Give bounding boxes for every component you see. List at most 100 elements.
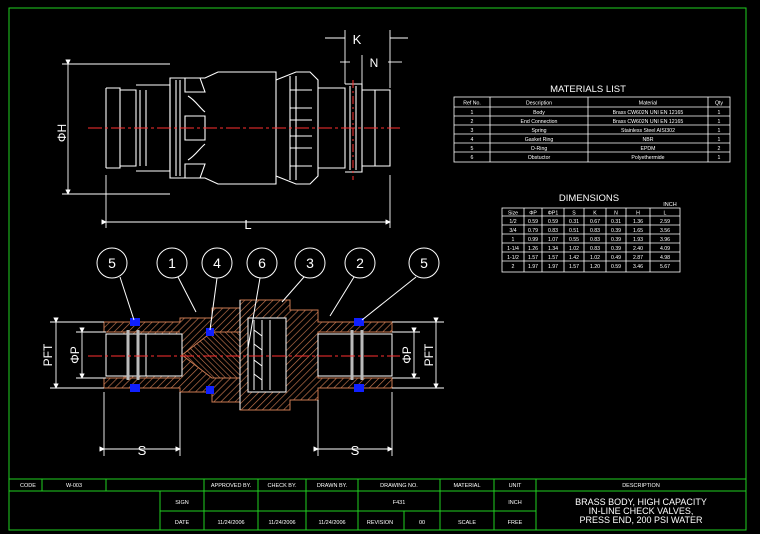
o-ring-seal [354, 384, 364, 392]
dim-k-label: K [353, 32, 362, 47]
scale-label: SCALE [458, 520, 476, 526]
materials-cell: 1 [718, 137, 721, 143]
materials-cell: Stainless Steel AISI302 [621, 128, 675, 134]
materials-header: Description [526, 101, 552, 107]
dimensions-cell: 2.87 [633, 255, 643, 261]
drawn-label: DRAWN BY. [317, 483, 348, 489]
balloon-label: 4 [213, 255, 221, 271]
dimensions-title: DIMENSIONS [559, 193, 619, 204]
dim-h [62, 59, 170, 195]
materials-cell: 1 [718, 155, 721, 161]
materials-title: MATERIALS LIST [550, 84, 626, 95]
unit-label: UNIT [509, 483, 522, 489]
materials-cell: EPDM [641, 146, 656, 152]
dimensions-cell: 1 [512, 237, 515, 243]
o-ring-seal [130, 318, 140, 326]
balloons [96, 247, 440, 349]
dim-l-label: L [244, 217, 251, 232]
dimensions-unit: INCH [663, 202, 676, 208]
dimensions-cell: 2 [512, 264, 515, 270]
dimensions-cell: 0.39 [611, 228, 621, 234]
materials-cell: 5 [471, 146, 474, 152]
description-line: IN-LINE CHECK VALVES, [589, 506, 694, 516]
dim-n-label: N [370, 56, 379, 70]
date-label: DATE [175, 520, 190, 526]
dimensions-cell: 0.31 [611, 219, 621, 225]
dimensions-cell: 1/2 [509, 219, 516, 225]
balloon-label: 3 [306, 255, 314, 271]
dimensions-cell: 0.59 [611, 264, 621, 270]
balloon-label: 5 [420, 255, 428, 271]
dimensions-cell: 0.55 [569, 237, 579, 243]
o-ring-seal [354, 318, 364, 326]
dimensions-cell: 1.97 [548, 264, 558, 270]
dimensions-cell: 4.98 [660, 255, 670, 261]
date-approved: 11/24/2006 [217, 520, 244, 526]
dim-l [101, 175, 391, 228]
dimensions-cell: 2.40 [633, 246, 643, 252]
materials-cell: Polyethermide [631, 155, 664, 161]
dimensions-cell: 3.56 [660, 228, 670, 234]
dim-k [325, 30, 408, 88]
dimensions-cell: 0.83 [548, 228, 558, 234]
balloon-labels: 5 1 4 6 3 2 5 [108, 255, 428, 271]
date-check: 11/24/2006 [268, 520, 295, 526]
o-ring-seal [130, 384, 140, 392]
materials-cell: 1 [718, 119, 721, 125]
materials-cell: 1 [471, 110, 474, 116]
materials-cell: Body [533, 110, 545, 116]
dimensions-cell: 0.67 [590, 219, 600, 225]
dimensions-cell: 1-1/4 [507, 246, 519, 252]
dimensions-cell: 1.36 [633, 219, 643, 225]
dimensions-cell: 1.57 [569, 264, 579, 270]
dimensions-header: H [636, 211, 640, 217]
gasket-seal [206, 386, 214, 394]
dimensions-table [501, 207, 681, 273]
unit-value: INCH [508, 500, 521, 506]
dim-p-left: ΦP [68, 346, 82, 364]
materials-header: Ref No. [463, 101, 481, 107]
materials-header: Material [639, 101, 657, 107]
description-line: BRASS BODY, HIGH CAPACITY [575, 497, 707, 507]
dimensions-cell: 0.59 [528, 219, 538, 225]
dimensions-header: Size [508, 211, 518, 217]
materials-cell: Obstuctor [528, 155, 551, 161]
balloon-label: 1 [168, 255, 176, 271]
dimensions-cell: 0.59 [548, 219, 558, 225]
dimensions-header: K [593, 211, 597, 217]
sign-label: SIGN [175, 500, 188, 506]
title-block-text: CODE W-003 APPROVED BY. CHECK BY. DRAWN … [20, 483, 660, 526]
materials-cell: Brass CW602N UNI EN 12165 [613, 119, 684, 125]
scale-value: FREE [508, 520, 523, 526]
dimensions-cell: 1.97 [528, 264, 538, 270]
drawing-frame [8, 7, 747, 531]
materials-cell: 1 [718, 128, 721, 134]
description-line: PRESS END, 200 PSI WATER [579, 515, 703, 525]
dimensions-cell: 3/4 [509, 228, 516, 234]
balloon-label: 6 [258, 255, 266, 271]
dimensions-cell: 1.65 [633, 228, 643, 234]
materials-cell: 1 [718, 110, 721, 116]
dimensions-cell: 1.42 [569, 255, 579, 261]
dim-pft-left: PFT [41, 343, 55, 366]
balloon-label: 2 [356, 255, 364, 271]
dimensions-cell: 1.57 [548, 255, 558, 261]
dim-pft-right: PFT [422, 343, 436, 366]
dim-s-right: S [351, 443, 360, 458]
dimensions-header: ΦP [529, 211, 537, 217]
section-dims [50, 317, 444, 456]
dimensions-cell: 3.46 [633, 264, 643, 270]
dimensions-cell: 0.79 [528, 228, 538, 234]
dimensions-cell: 0.39 [611, 246, 621, 252]
dimensions-cell: 2.59 [660, 219, 670, 225]
dimensions-cell: 1.07 [548, 237, 558, 243]
date-drawn: 11/24/2006 [318, 520, 345, 526]
dimensions-header: S [572, 211, 576, 217]
title-block [9, 478, 746, 530]
dimensions-cell: 0.39 [611, 237, 621, 243]
dimensions-cell: 0.83 [590, 237, 600, 243]
material-label: MATERIAL [453, 483, 480, 489]
